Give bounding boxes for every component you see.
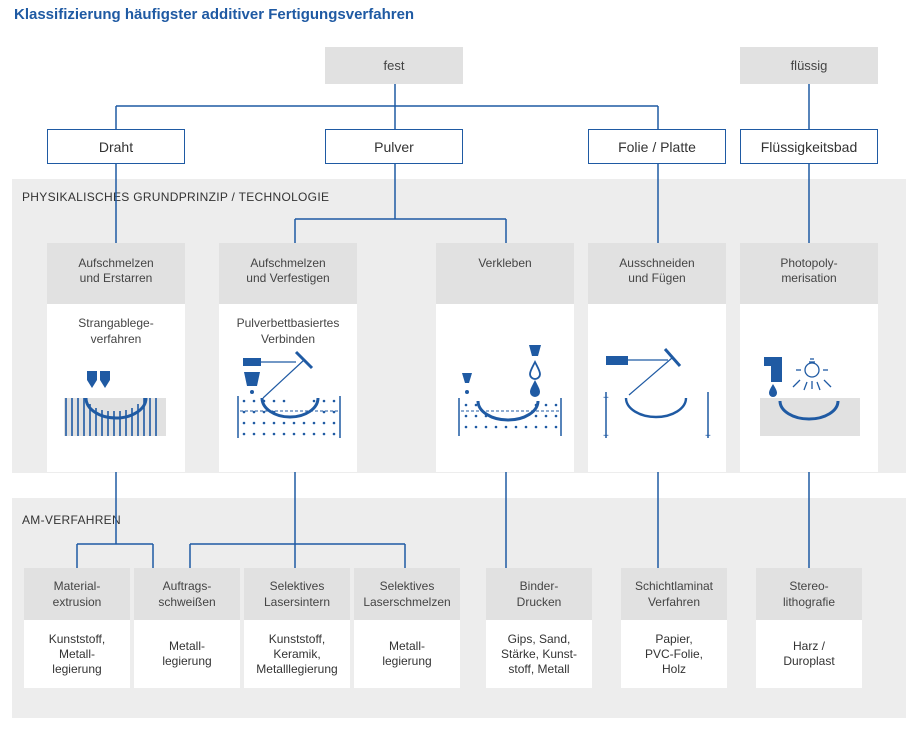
am-process-name: Binder- Drucken <box>486 568 592 620</box>
category-fluessigkeitsbad: Flüssigkeitsbad <box>740 129 878 164</box>
am-process-name: Stereo- lithografie <box>756 568 862 620</box>
state-solid: fest <box>325 47 463 84</box>
svg-text:+: + <box>603 393 609 404</box>
am-process-name: Schichtlaminat Verfahren <box>621 568 727 620</box>
category-pulver: Pulver <box>325 129 463 164</box>
am-process-materials: Harz / Duroplast <box>756 620 862 688</box>
principle-band-label: PHYSIKALISCHES GRUNDPRINZIP / TECHNOLOGI… <box>22 190 330 204</box>
am-card-lasersintern: Selektives Lasersintern Kunststoff, Kera… <box>244 568 350 688</box>
principle-card-ausschneiden: Ausschneiden und Fügen <box>588 243 726 472</box>
laser-powder-bed-icon <box>237 350 341 438</box>
principle-head: Ausschneiden und Fügen <box>588 243 726 304</box>
am-process-name: Material- extrusion <box>24 568 130 620</box>
principle-card-extrusion: Aufschmelzen und Erstarren Strangablege-… <box>47 243 185 472</box>
svg-text:+: + <box>603 431 609 442</box>
uv-lamp-resin-icon <box>760 357 860 436</box>
am-card-binderdrucken: Binder- Drucken Gips, Sand, Stärke, Kuns… <box>486 568 592 688</box>
am-card-stereolithografie: Stereo- lithografie Harz / Duroplast <box>756 568 862 688</box>
principle-head: Aufschmelzen und Verfestigen <box>219 243 357 304</box>
am-process-name: Auftrags- schweißen <box>134 568 240 620</box>
am-process-name: Selektives Lasersintern <box>244 568 350 620</box>
am-process-materials: Gips, Sand, Stärke, Kunst- stoff, Metall <box>486 620 592 688</box>
am-card-materialextrusion: Material- extrusion Kunststoff, Metall- … <box>24 568 130 688</box>
laser-cutting-sheet-icon: + + + <box>603 348 711 442</box>
principle-head: Photopoly- merisation <box>740 243 878 304</box>
am-card-schichtlaminat: Schichtlaminat Verfahren Papier, PVC-Fol… <box>621 568 727 688</box>
am-process-materials: Metall- legierung <box>134 620 240 688</box>
diagram-title: Klassifizierung häufigster additiver Fer… <box>14 6 415 23</box>
am-process-materials: Kunststoff, Keramik, Metalllegierung <box>244 620 350 688</box>
principle-body <box>588 304 726 472</box>
am-band-label: AM-VERFAHREN <box>22 513 121 527</box>
extrusion-nozzle-icon <box>64 371 166 436</box>
principle-card-photopolymerisation: Photopoly- merisation <box>740 243 878 472</box>
am-card-auftragsschweissen: Auftrags- schweißen Metall- legierung <box>134 568 240 688</box>
principle-head: Aufschmelzen und Erstarren <box>47 243 185 304</box>
am-process-materials: Kunststoff, Metall- legierung <box>24 620 130 688</box>
principle-card-laser: Aufschmelzen und Verfestigen Pulverbettb… <box>219 243 357 472</box>
am-process-name: Selektives Laserschmelzen <box>354 568 460 620</box>
am-card-laserschmelzen: Selektives Laserschmelzen Metall- legier… <box>354 568 460 688</box>
binder-jetting-icon <box>458 345 562 436</box>
am-process-materials: Papier, PVC-Folie, Holz <box>621 620 727 688</box>
category-draht: Draht <box>47 129 185 164</box>
principle-head: Verkleben <box>436 243 574 304</box>
principle-body <box>740 304 878 472</box>
principle-body: Pulverbettbasiertes Verbinden <box>219 304 357 472</box>
principle-body <box>436 304 574 472</box>
category-folie-platte: Folie / Platte <box>588 129 726 164</box>
state-liquid: flüssig <box>740 47 878 84</box>
svg-text:+: + <box>705 431 711 442</box>
principle-body: Strangablege- verfahren <box>47 304 185 472</box>
am-process-materials: Metall- legierung <box>354 620 460 688</box>
principle-card-verkleben: Verkleben <box>436 243 574 472</box>
